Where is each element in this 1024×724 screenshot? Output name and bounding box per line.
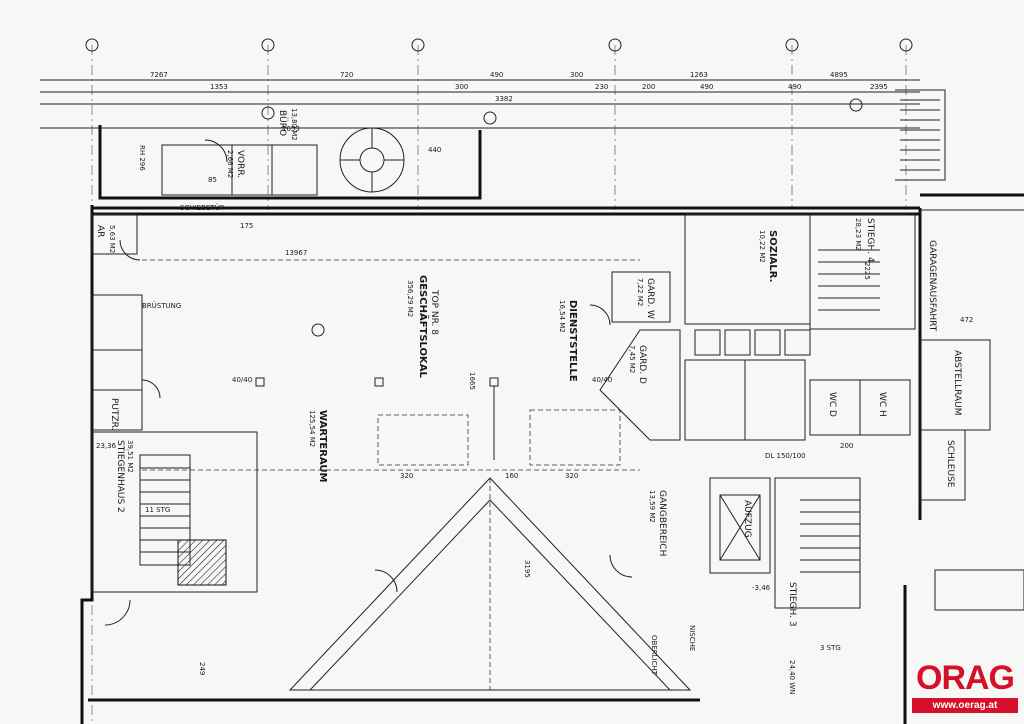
dim-top-2: 720 [340, 71, 353, 79]
stairs-count-11: 11 STG [145, 506, 170, 514]
logo-wordmark: ORAG [916, 659, 1015, 697]
dim-top-8: 1353 [210, 83, 228, 91]
dim-4040-a: 40/40 [232, 376, 252, 384]
room-gard-d-area: 7,45 M2 [628, 345, 636, 373]
dl-mark: DL 150/100 [765, 452, 806, 460]
dim-top-10: 3382 [495, 95, 513, 103]
east-service-block: SOZIALR. 10,22 M2 GARD. W 7,22 M2 GARD. … [599, 213, 911, 460]
room-buero-area: 13,80 M2 [290, 108, 298, 141]
dim-440: 440 [428, 146, 441, 154]
stairwell-4: STIEGH. 4 28,23 M2 [809, 213, 916, 330]
room-geschaeft-top: TOP NR. 8 [429, 289, 439, 335]
dim-3195: 3195 [523, 560, 531, 578]
nische-mark: NISCHE [688, 625, 696, 651]
dim-2225: 2225 [863, 262, 871, 280]
stairwell-2-label: STIEGENHAUS 2 [115, 440, 125, 513]
dim-320-b: 320 [565, 472, 578, 480]
elev-2336: 23,36 [96, 442, 117, 450]
schiebetuer-mark: SCHIEBETÜR [180, 203, 225, 212]
dim-top-5: 1263 [690, 71, 708, 79]
west-rooms: AR 5,63 M2 BRÜSTUNG PUTZR. 13967 [91, 213, 307, 431]
far-east: GARAGENAUSFAHRT 472 ABSTELLRAUM SCHLEUSE [895, 89, 1024, 611]
room-geschaeft-label: GESCHÄFTSLOKAL [417, 275, 431, 379]
orag-logo: ORAG www.oerag.at [912, 658, 1018, 718]
stairwell-4-area: 28,23 M2 [854, 218, 862, 251]
dim-top-11: 230 [595, 83, 608, 91]
room-sozial-area: 10,22 M2 [758, 230, 766, 263]
north-annex: BÜRO 13,80 M2 VORR. 2,66 M2 SCHIEBETÜR 1… [138, 108, 441, 230]
dim-13967: 13967 [285, 249, 307, 257]
elev-346: -3,46 [752, 584, 771, 592]
abstellraum-label: ABSTELLRAUM [952, 350, 962, 416]
dim-top-9: 300 [455, 83, 468, 91]
dim-top-6: 490 [788, 83, 801, 91]
room-warteraum-area: 125,54 M2 [308, 410, 316, 447]
room-buero-label: BÜRO [277, 110, 288, 136]
room-gard-d-label: GARD. D [637, 345, 647, 384]
stairwell-2: STIEGENHAUS 2 39,51 M2 11 STG 23,36 249 [91, 431, 258, 675]
dim-top-3: 490 [490, 71, 503, 79]
dim-85: 85 [208, 176, 217, 184]
dim-top-4: 300 [570, 71, 583, 79]
dim-top-14: 2395 [870, 83, 888, 91]
dim-200: 200 [840, 442, 853, 450]
schleuse-label: SCHLEUSE [945, 440, 955, 488]
stairs-count-3: 3 STG [820, 644, 841, 652]
stairwell-3-label: STIEGH. 3 [787, 582, 797, 627]
garage-exit-label: GARAGENAUSFAHRT [927, 240, 937, 332]
dim-4040-b: 40/40 [592, 376, 612, 384]
room-wc-h-label: WC H [877, 392, 887, 417]
room-ar-area: 5,63 M2 [108, 225, 116, 253]
room-vorr-label: VORR. [235, 150, 245, 178]
outer-walls [80, 125, 922, 724]
stairwell-4-label: STIEGH. 4 [865, 218, 875, 263]
dim-249: 249 [198, 662, 206, 675]
dim-top-7: 4895 [830, 71, 848, 79]
top-dimension-lines: 7267 720 490 300 1263 490 4895 1353 300 … [40, 71, 920, 133]
room-wc-d-label: WC D [827, 392, 837, 417]
room-dienst-label: DIENSTSTELLE [567, 300, 578, 382]
shop-area: GESCHÄFTSLOKAL TOP NR. 8 356,29 M2 DIENS… [142, 259, 640, 578]
elevator-core: AUFZUG STIEGH. 3 -3,46 24,40 WN 3 STG GA… [648, 477, 861, 694]
doors [104, 139, 633, 626]
elev-2440: 24,40 WN [788, 660, 796, 694]
dim-320-a: 320 [400, 472, 413, 480]
dim-160: 160 [505, 472, 518, 480]
skylight: OBERLICHT [288, 477, 692, 691]
room-gard-w-area: 7,22 M2 [636, 278, 644, 306]
room-putzr-label: PUTZR. [109, 398, 119, 430]
dim-top-1: 7267 [150, 71, 168, 79]
dim-175: 175 [240, 222, 253, 230]
room-warteraum-label: WARTERAUM [317, 410, 328, 482]
room-dienst-area: 16,54 M2 [558, 300, 566, 333]
bruestung-mark: BRÜSTUNG [142, 301, 181, 310]
dim-top-15: 1653 [282, 125, 300, 133]
room-ar-label: AR [95, 225, 105, 237]
gang-area: 13,59 M2 [648, 490, 656, 523]
oberlicht-mark: OBERLICHT [650, 635, 658, 676]
room-gard-w-label: GARD. W [645, 278, 655, 319]
dim-1665: 1665 [468, 372, 476, 390]
room-geschaeft-area: 356,29 M2 [406, 280, 414, 317]
dim-top-13: 490 [700, 83, 713, 91]
dim-472: 472 [960, 316, 973, 324]
stairwell-2-area: 39,51 M2 [126, 440, 134, 473]
dim-top-12: 200 [642, 83, 655, 91]
room-vorr-area: 2,66 M2 [226, 150, 234, 178]
rh-mark: RH 296 [138, 145, 146, 171]
logo-url: www.oerag.at [912, 698, 1018, 713]
room-sozial-label: SOZIALR. [767, 230, 778, 282]
gang-label: GANGBEREICH [657, 490, 667, 556]
aufzug-label: AUFZUG [742, 500, 752, 538]
